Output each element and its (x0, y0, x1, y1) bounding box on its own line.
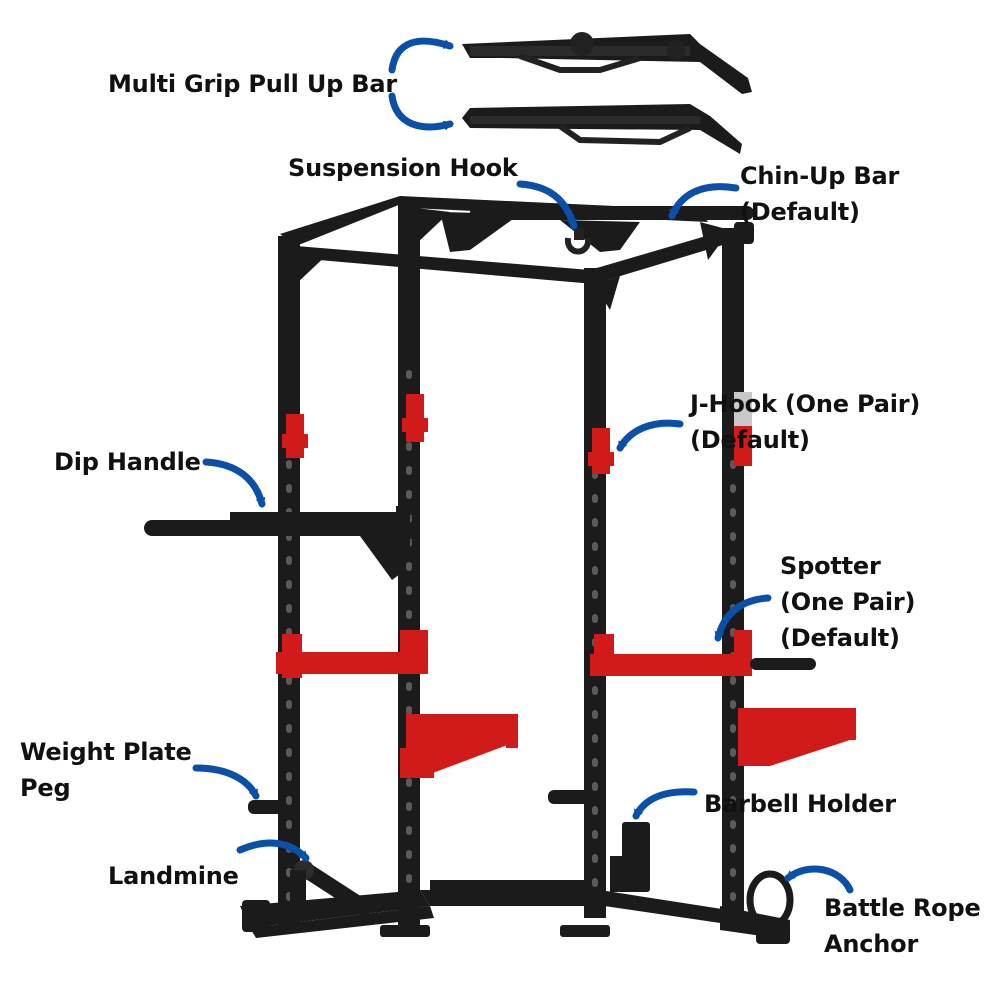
arrow-barbell-holder (632, 788, 698, 820)
arrow-dip-handle (202, 458, 266, 508)
label-barbell-holder: Barbell Holder (704, 790, 896, 818)
upright-hole (406, 442, 412, 451)
label-dip-handle: Dip Handle (54, 448, 201, 476)
barbell-holder-shape (610, 822, 650, 892)
spotter-arms (276, 630, 752, 678)
upright-hole (592, 710, 598, 719)
upright-hole (406, 466, 412, 475)
arrow-multi-grip-lower (388, 92, 454, 131)
upright-hole (406, 490, 412, 499)
label-weight-plate-peg: Weight Plate Peg (20, 738, 192, 802)
upright-hole (730, 892, 736, 901)
rack-frame (240, 196, 790, 944)
upright-hole (730, 700, 736, 709)
upright-hole (730, 796, 736, 805)
upright-hole (406, 370, 412, 379)
upright-hole (406, 610, 412, 619)
j-hook-left (282, 394, 428, 458)
label-landmine: Landmine (108, 862, 239, 890)
upright-hole (592, 614, 598, 623)
multi-grip-pull-up-bar-lower (462, 104, 742, 154)
label-multi-grip-pull-up-bar: Multi Grip Pull Up Bar (108, 70, 397, 98)
upright-hole (406, 562, 412, 571)
upright-hole (730, 868, 736, 877)
arrow-landmine (236, 839, 310, 862)
arrow-weight-plate-peg (192, 764, 260, 800)
dip-handle-shape (144, 506, 410, 580)
upright-hole (406, 802, 412, 811)
battle-rope-anchor-shape (746, 870, 794, 930)
upright-hole (286, 820, 292, 829)
upright-hole (286, 580, 292, 589)
label-j-hook: J-Hook (One Pair) (Default) (690, 390, 921, 454)
upright-hole (406, 706, 412, 715)
label-spotter: Spotter (One Pair) (Default) (780, 552, 916, 652)
arrow-suspension-hook (516, 180, 578, 230)
landmine-shape (290, 860, 376, 918)
upright-hole (286, 484, 292, 493)
plate-storage-brackets (400, 708, 856, 778)
upright-hole (592, 686, 598, 695)
upright-hole (406, 586, 412, 595)
suspension-hook-shape (565, 228, 591, 255)
upright-hole (286, 700, 292, 709)
upright-hole (730, 508, 736, 517)
upright-hole (286, 724, 292, 733)
upright-hole (730, 772, 736, 781)
upright-hole (730, 820, 736, 829)
upright-holes (286, 370, 736, 901)
upright-hole (592, 758, 598, 767)
upright-hole (406, 778, 412, 787)
upright-hole (406, 826, 412, 835)
upright-hole (592, 566, 598, 575)
upright-hole (730, 556, 736, 565)
weight-plate-pegs (248, 790, 590, 814)
label-battle-rope-anchor: Battle Rope Anchor (824, 894, 981, 958)
upright-hole (286, 604, 292, 613)
upright-hole (592, 854, 598, 863)
upright-hole (406, 874, 412, 883)
upright-hole (592, 830, 598, 839)
upright-hole (592, 494, 598, 503)
arrow-multi-grip-upper (388, 37, 454, 74)
arrow-j-hook (616, 419, 684, 452)
label-chin-up-bar: Chin-Up Bar (Default) (740, 162, 900, 226)
upright-hole (730, 676, 736, 685)
upright-hole (592, 734, 598, 743)
upright-hole (406, 682, 412, 691)
arrow-spotter (714, 594, 772, 642)
upright-hole (406, 850, 412, 859)
upright-hole (592, 590, 598, 599)
upright-hole (592, 782, 598, 791)
upright-hole (592, 806, 598, 815)
upright-hole (286, 676, 292, 685)
upright-hole (730, 724, 736, 733)
upright-hole (592, 878, 598, 887)
upright-hole (592, 542, 598, 551)
spotter-peg (750, 658, 816, 670)
upright-hole (286, 748, 292, 757)
j-hook-right (588, 392, 752, 474)
upright-hole (730, 532, 736, 541)
label-suspension-hook: Suspension Hook (288, 154, 518, 182)
multi-grip-pull-up-bar-upper (462, 32, 752, 94)
upright-hole (730, 484, 736, 493)
upright-hole (286, 772, 292, 781)
arrow-chin-up-bar (668, 183, 740, 220)
upright-hole (730, 748, 736, 757)
upright-hole (286, 796, 292, 805)
upright-hole (730, 580, 736, 589)
upright-hole (286, 556, 292, 565)
upright-hole (592, 518, 598, 527)
upright-hole (730, 844, 736, 853)
arrow-battle-rope-anchor (784, 865, 854, 894)
callout-arrows (192, 37, 854, 894)
upright-hole (286, 460, 292, 469)
